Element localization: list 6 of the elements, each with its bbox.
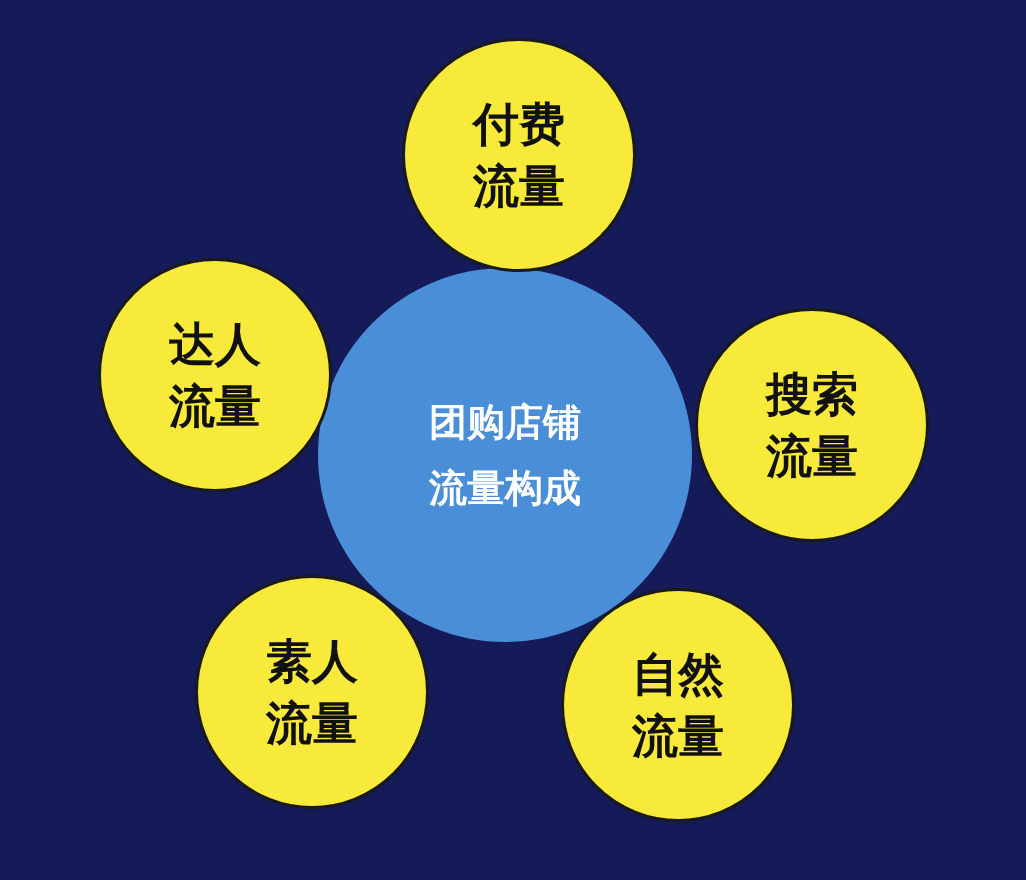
circle-label: 达人流量 (168, 316, 262, 435)
circle-label: 素人流量 (265, 633, 359, 752)
circle-label: 自然流量 (631, 646, 725, 765)
circle-label: 付费流量 (471, 96, 566, 215)
circle-label: 搜索流量 (764, 366, 859, 485)
circle-label: 团购店铺流量构成 (428, 399, 582, 512)
